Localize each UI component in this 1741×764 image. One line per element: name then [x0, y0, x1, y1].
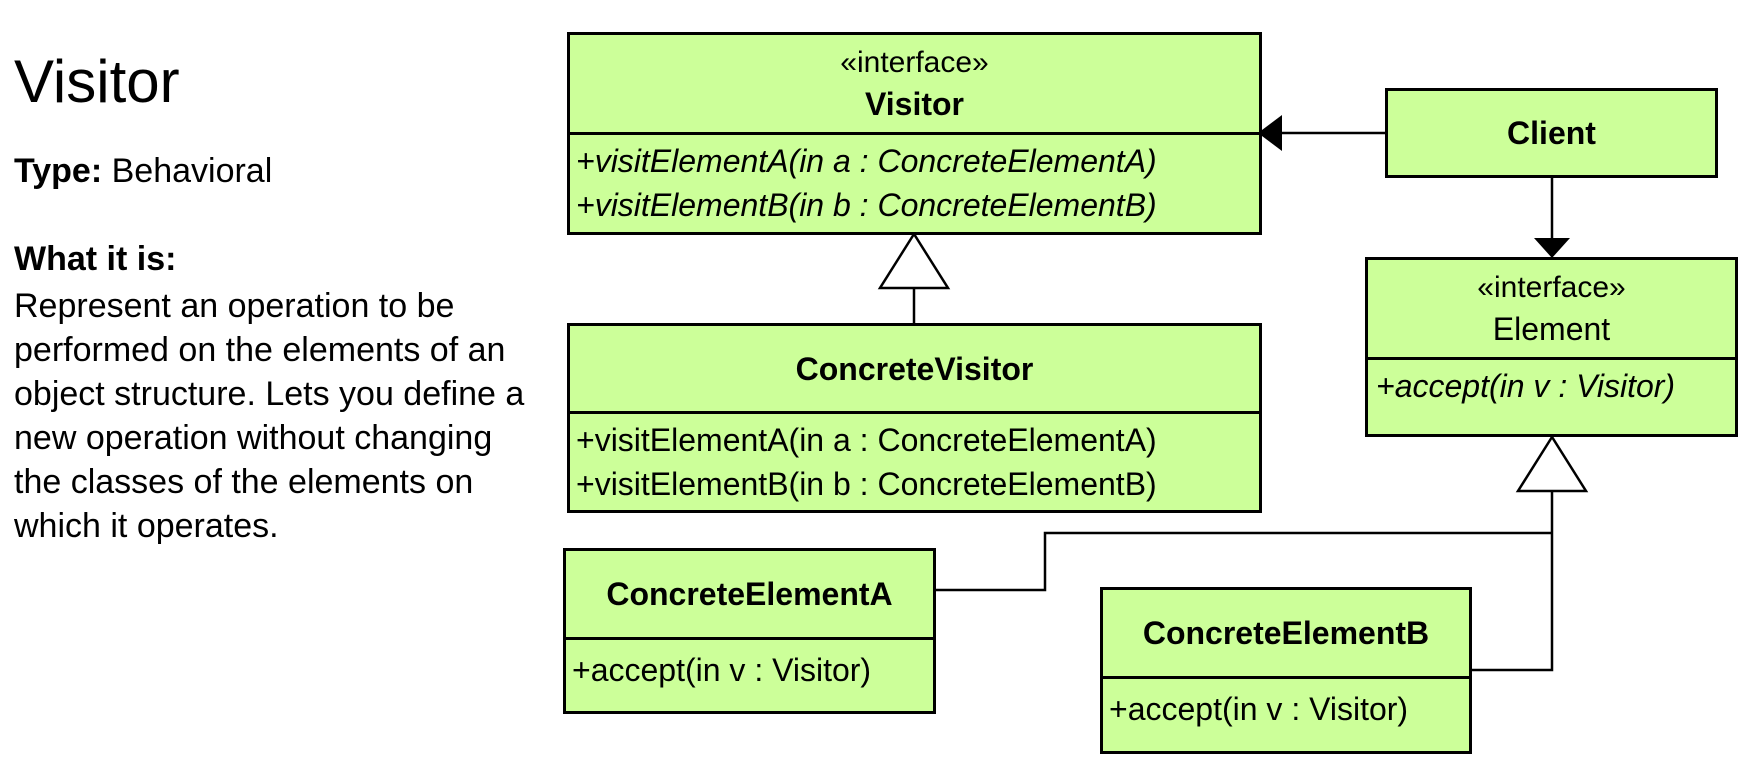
client-class: Client: [1385, 88, 1718, 178]
element-interface-class: «interface» Element +accept(in v : Visit…: [1365, 257, 1738, 437]
operations-compartment: +accept(in v : Visitor): [566, 640, 933, 696]
operation: +accept(in v : Visitor): [572, 652, 872, 688]
description-line: performed on the elements of an: [14, 331, 506, 369]
what-it-is-heading: What it is:: [14, 240, 177, 278]
page-title: Visitor: [14, 48, 180, 115]
class-name: ConcreteElementB: [1142, 615, 1430, 651]
class-name: Element: [1492, 310, 1611, 347]
pattern-type: Type: Behavioral: [14, 152, 272, 191]
element-b-realization-line: [1470, 491, 1554, 672]
description-line: Represent an operation to be: [14, 287, 455, 325]
description-line: new operation without changing: [14, 419, 493, 457]
type-value: Behavioral: [111, 152, 273, 190]
operations-compartment: +accept(in v : Visitor): [1368, 360, 1735, 412]
operation: +accept(in v : Visitor): [1109, 691, 1409, 727]
stereotype: «interface»: [1477, 270, 1626, 304]
class-header: ConcreteElementB: [1103, 590, 1469, 679]
class-header: ConcreteElementA: [566, 551, 933, 640]
stereotype: «interface»: [840, 45, 989, 79]
operation: +visitElementB(in b : ConcreteElementB): [576, 187, 1157, 223]
operations-compartment: +visitElementA(in a : ConcreteElementA) …: [570, 135, 1259, 231]
operations-compartment: +visitElementA(in a : ConcreteElementA) …: [570, 414, 1259, 510]
concrete-element-b-class: ConcreteElementB +accept(in v : Visitor): [1100, 587, 1472, 754]
operation: +visitElementA(in a : ConcreteElementA): [576, 143, 1157, 179]
realization-triangle: [1515, 434, 1589, 493]
description-line: which it operates.: [14, 507, 279, 545]
description-line: object structure. Lets you define a: [14, 375, 525, 413]
element-a-realization-line: [936, 531, 1552, 592]
class-header: Client: [1388, 91, 1715, 175]
realization-triangle: [877, 231, 951, 290]
association-arrowhead: [1534, 238, 1570, 258]
visitor-interface-class: «interface» Visitor +visitElementA(in a …: [567, 32, 1262, 235]
class-header: «interface» Element: [1368, 260, 1735, 360]
class-name: ConcreteElementA: [606, 576, 893, 612]
class-name: Visitor: [865, 85, 964, 122]
description-line: the classes of the elements on: [14, 463, 474, 501]
class-name: Client: [1507, 115, 1596, 151]
operations-compartment: +accept(in v : Visitor): [1103, 679, 1469, 735]
class-header: ConcreteVisitor: [570, 326, 1259, 414]
association-arrowhead: [1258, 115, 1282, 151]
operation: +visitElementA(in a : ConcreteElementA): [576, 422, 1157, 458]
class-header: «interface» Visitor: [570, 35, 1259, 135]
description: Represent an operation to be performed o…: [14, 284, 574, 548]
concrete-element-a-class: ConcreteElementA +accept(in v : Visitor): [563, 548, 936, 714]
concrete-visitor-class: ConcreteVisitor +visitElementA(in a : Co…: [567, 323, 1262, 513]
operation: +visitElementB(in b : ConcreteElementB): [576, 466, 1157, 502]
class-name: ConcreteVisitor: [795, 350, 1034, 387]
type-label: Type:: [14, 152, 103, 190]
operation: +accept(in v : Visitor): [1376, 368, 1676, 404]
